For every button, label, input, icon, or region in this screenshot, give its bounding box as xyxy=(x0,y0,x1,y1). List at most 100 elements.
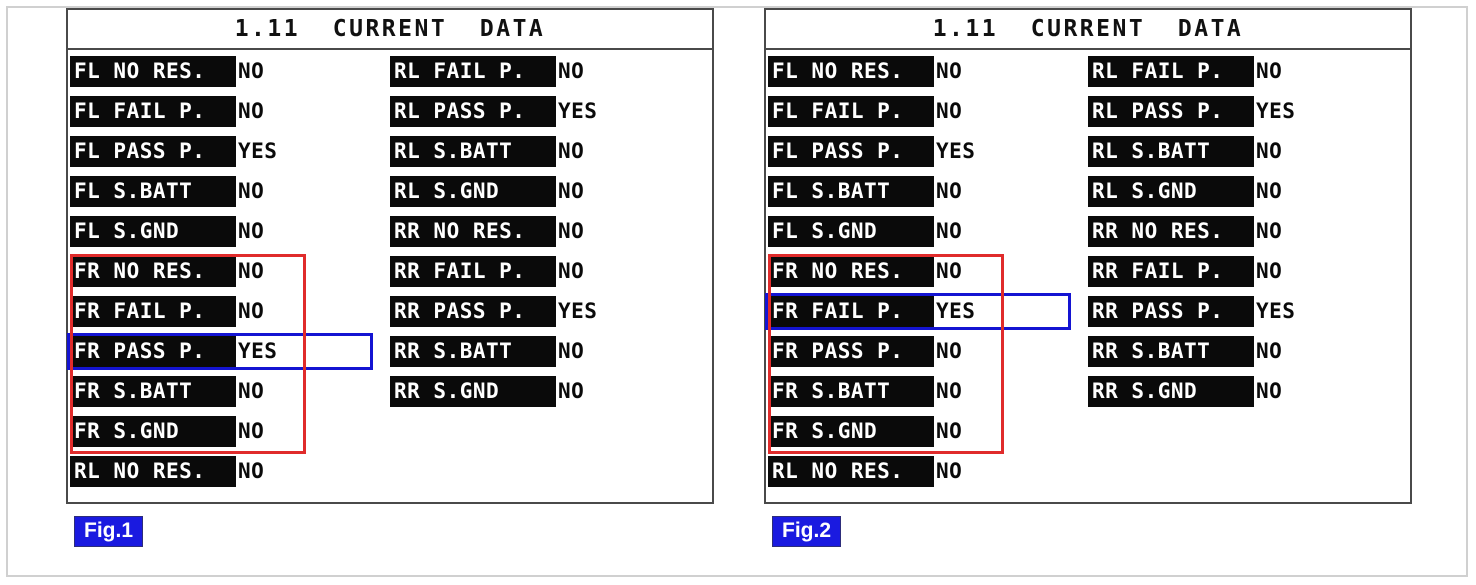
data-row[interactable]: FL PASS P.YES xyxy=(70,134,370,174)
data-row[interactable]: RL NO RES.NO xyxy=(768,454,1068,494)
data-row[interactable]: RR PASS P.YES xyxy=(390,294,690,334)
row-value: NO xyxy=(238,259,265,283)
row-label: RR PASS P. xyxy=(1088,296,1254,327)
row-value: NO xyxy=(1256,339,1283,363)
row-label: FR NO RES. xyxy=(768,256,934,287)
figure-caption: Fig.1 xyxy=(74,516,144,548)
row-value: NO xyxy=(1256,219,1283,243)
data-row[interactable]: RL FAIL P.NO xyxy=(390,54,690,94)
row-value: NO xyxy=(1256,379,1283,403)
row-value: NO xyxy=(558,179,585,203)
data-row[interactable]: FR FAIL P.NO xyxy=(70,294,370,334)
panel-body-2: FL NO RES.NO FL FAIL P.NO FL PASS P.YES … xyxy=(765,50,1410,502)
row-label: FL NO RES. xyxy=(768,56,934,87)
row-value: NO xyxy=(238,419,265,443)
panel-title-bar-1: 1.11 CURRENT DATA xyxy=(68,10,712,50)
row-label: FR FAIL P. xyxy=(70,296,236,327)
row-value: NO xyxy=(238,219,265,243)
panel-title-bar-2: 1.11 CURRENT DATA xyxy=(766,10,1410,50)
data-row-selected[interactable]: FR FAIL P.YES xyxy=(765,293,1071,334)
row-label: FR S.BATT xyxy=(768,376,934,407)
row-value: NO xyxy=(1256,179,1283,203)
row-value: YES xyxy=(936,139,976,163)
row-label: RL NO RES. xyxy=(768,456,934,487)
page-title: 1.11 CURRENT DATA xyxy=(234,16,546,42)
data-row[interactable]: RR FAIL P.NO xyxy=(1088,254,1388,294)
data-column-left-2: FL NO RES.NO FL FAIL P.NO FL PASS P.YES … xyxy=(765,54,1071,494)
row-value: NO xyxy=(238,459,265,483)
row-label: RL FAIL P. xyxy=(390,56,556,87)
row-value: NO xyxy=(238,299,265,323)
row-value: NO xyxy=(558,219,585,243)
row-label: RR PASS P. xyxy=(390,296,556,327)
row-value: NO xyxy=(558,59,585,83)
row-value: NO xyxy=(936,219,963,243)
data-row[interactable]: RR PASS P.YES xyxy=(1088,294,1388,334)
row-label: RL S.GND xyxy=(1088,176,1254,207)
row-label: RR FAIL P. xyxy=(1088,256,1254,287)
scan-tool-panel-1: 1.11 CURRENT DATA FL NO RES.NO FL FAIL P… xyxy=(66,8,714,504)
data-row[interactable]: RR NO RES.NO xyxy=(390,214,690,254)
row-value: NO xyxy=(558,379,585,403)
row-value: NO xyxy=(936,259,963,283)
row-label: FR NO RES. xyxy=(70,256,236,287)
data-row-empty xyxy=(1088,454,1388,494)
row-label: RL S.GND xyxy=(390,176,556,207)
row-label: RL NO RES. xyxy=(70,456,236,487)
row-value: YES xyxy=(936,299,976,323)
data-row[interactable]: FL FAIL P.NO xyxy=(70,94,370,134)
row-label: RL S.BATT xyxy=(390,136,556,167)
data-row[interactable]: RL NO RES.NO xyxy=(70,454,370,494)
row-label: FL S.GND xyxy=(70,216,236,247)
row-value: NO xyxy=(238,59,265,83)
row-label: RR S.GND xyxy=(390,376,556,407)
data-row[interactable]: FR NO RES.NO xyxy=(768,254,1068,294)
row-label: RL FAIL P. xyxy=(1088,56,1254,87)
data-row[interactable]: RL PASS P.YES xyxy=(1088,94,1388,134)
row-label: RL PASS P. xyxy=(390,96,556,127)
data-row[interactable]: FR NO RES.NO xyxy=(70,254,370,294)
row-label: FL FAIL P. xyxy=(70,96,236,127)
data-row[interactable]: RL PASS P.YES xyxy=(390,94,690,134)
data-row[interactable]: RR FAIL P.NO xyxy=(390,254,690,294)
row-value: NO xyxy=(558,259,585,283)
data-row[interactable]: FR PASS P.NO xyxy=(768,334,1068,374)
row-label: FR S.BATT xyxy=(70,376,236,407)
row-label: FL NO RES. xyxy=(70,56,236,87)
row-label: FR FAIL P. xyxy=(768,296,934,327)
row-value: YES xyxy=(1256,99,1296,123)
data-row[interactable]: RR NO RES.NO xyxy=(1088,214,1388,254)
row-label: FL PASS P. xyxy=(70,136,236,167)
data-row[interactable]: FL NO RES.NO xyxy=(768,54,1068,94)
row-value: NO xyxy=(936,179,963,203)
data-row[interactable]: FL PASS P.YES xyxy=(768,134,1068,174)
page-title: 1.11 CURRENT DATA xyxy=(932,16,1244,42)
data-row[interactable]: RL FAIL P.NO xyxy=(1088,54,1388,94)
row-value: NO xyxy=(936,99,963,123)
panel-body-1: FL NO RES.NO FL FAIL P.NO FL PASS P.YES … xyxy=(67,50,712,502)
data-column-left-1: FL NO RES.NO FL FAIL P.NO FL PASS P.YES … xyxy=(67,54,373,494)
data-row[interactable]: FL NO RES.NO xyxy=(70,54,370,94)
row-label: RR S.GND xyxy=(1088,376,1254,407)
data-row-selected[interactable]: FR PASS P.YES xyxy=(67,333,373,374)
row-label: FL S.BATT xyxy=(768,176,934,207)
data-row[interactable]: FL FAIL P.NO xyxy=(768,94,1068,134)
row-value: YES xyxy=(558,99,598,123)
row-value: NO xyxy=(238,99,265,123)
